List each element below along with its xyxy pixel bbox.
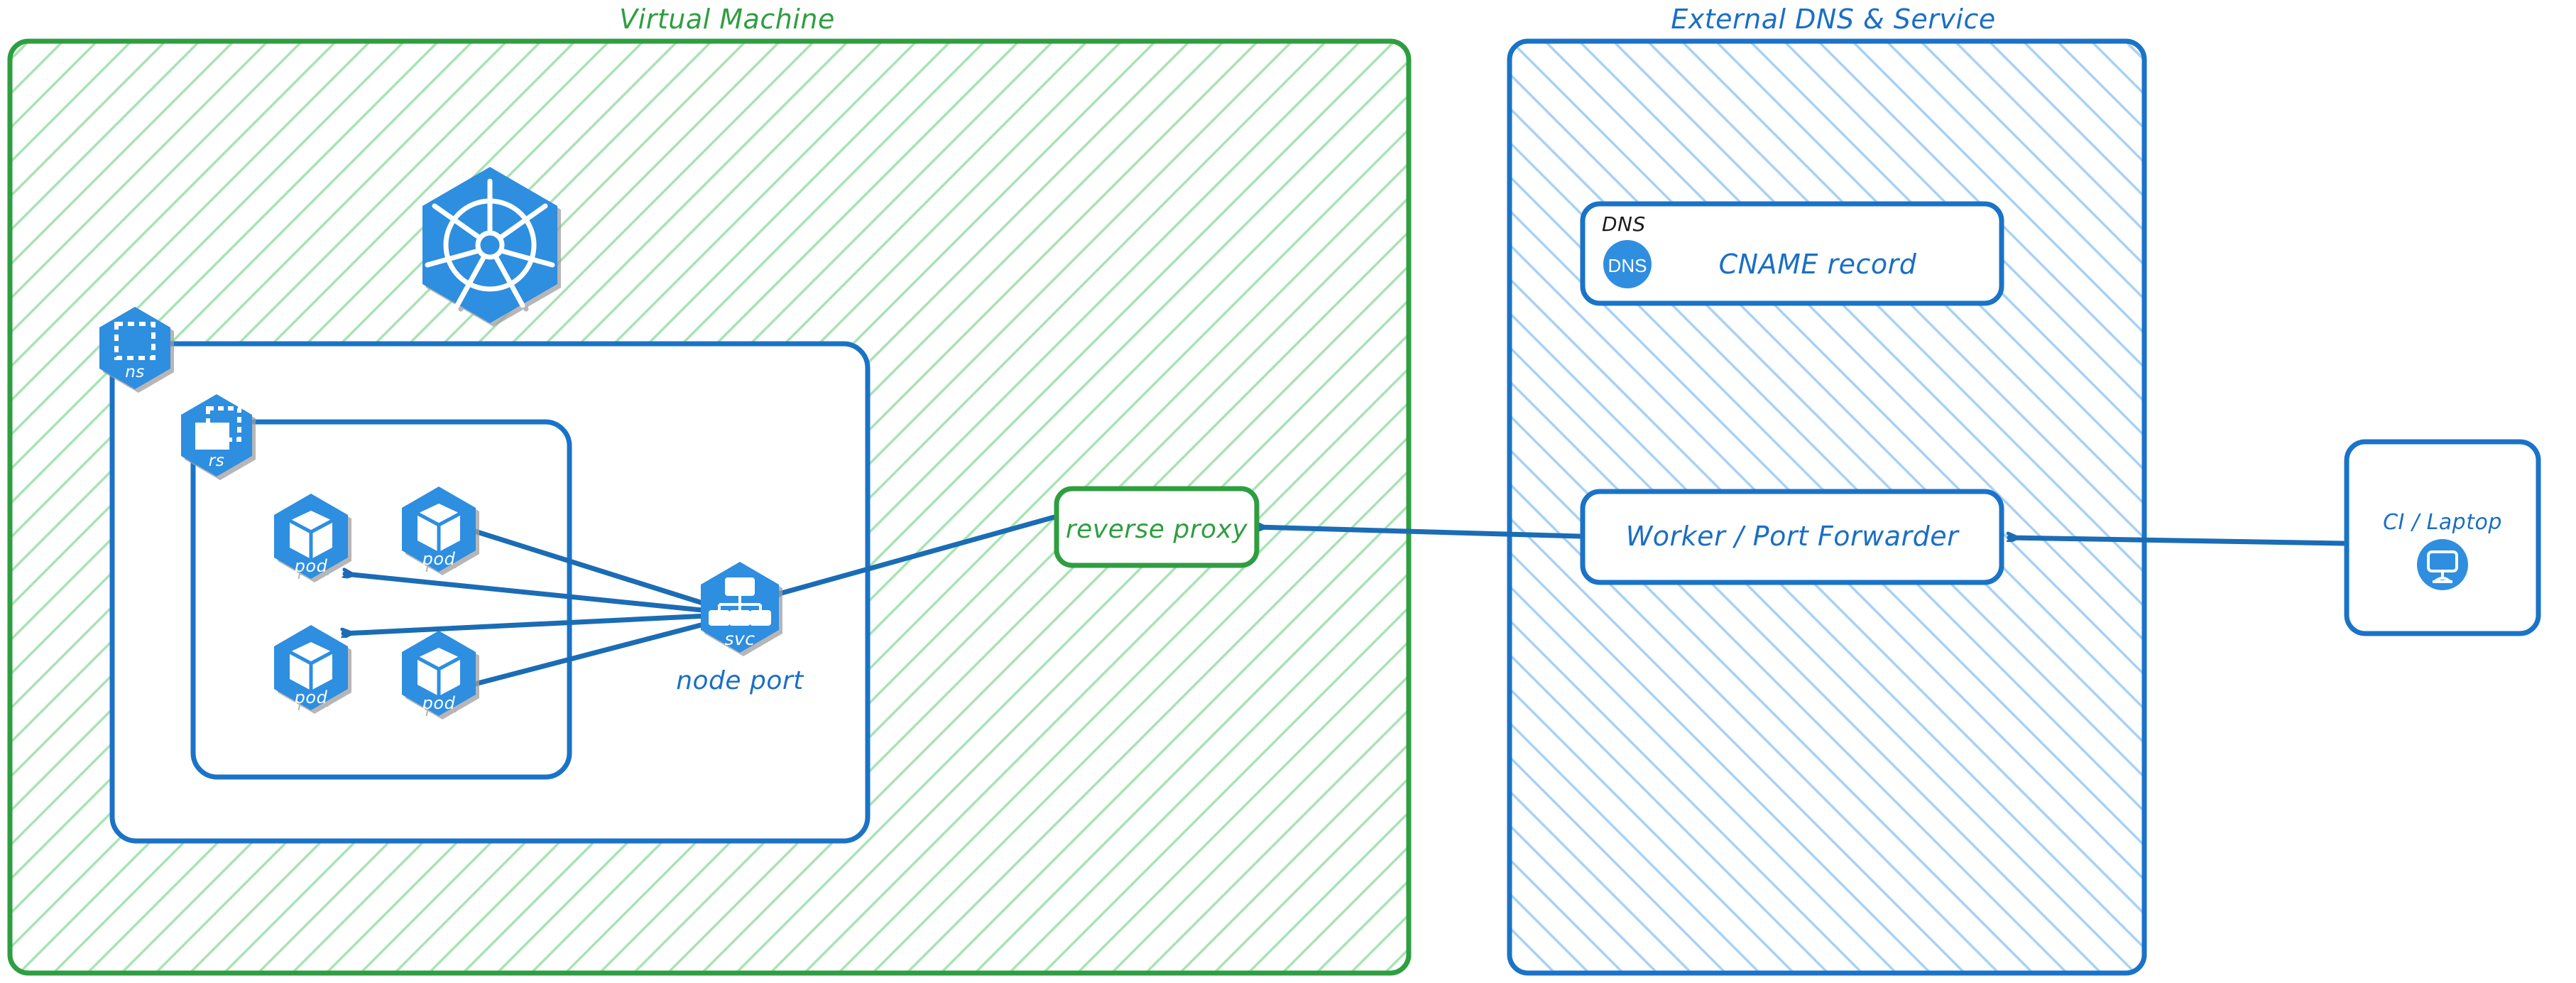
replicaset-badge: rs bbox=[181, 394, 252, 477]
reverse-proxy-label: reverse proxy bbox=[1066, 515, 1248, 544]
external-dns-title: External DNS & Service bbox=[1671, 4, 1995, 35]
edge-svc-to-pod4 bbox=[462, 617, 726, 688]
node-port-caption: node port bbox=[676, 666, 804, 695]
dns-record-label: CNAME record bbox=[1719, 249, 1917, 280]
dns-icon-label: DNS bbox=[1608, 255, 1647, 276]
pod-label: pod bbox=[294, 556, 328, 576]
pod-label: pod bbox=[294, 688, 328, 707]
ci-laptop-label: CI / Laptop bbox=[2383, 510, 2502, 535]
edge-proxy-to-svc bbox=[774, 514, 1057, 595]
virtual-machine-title: Virtual Machine bbox=[619, 4, 835, 35]
edges-layer bbox=[344, 514, 2346, 688]
namespace-badge-label: ns bbox=[125, 363, 145, 381]
pod-2: pod bbox=[402, 487, 476, 572]
edge-svc-to-pod1 bbox=[345, 574, 726, 615]
reverse-proxy-box[interactable] bbox=[1054, 486, 1260, 568]
worker-box[interactable] bbox=[1580, 489, 2004, 585]
pod-cube-icon bbox=[288, 511, 334, 559]
pod-label: pod bbox=[422, 549, 456, 569]
pod-1: pod bbox=[274, 494, 348, 579]
node-reverse-proxy[interactable]: reverse proxy bbox=[1054, 486, 1260, 568]
dns-record-tag: DNS bbox=[1602, 212, 1646, 236]
node-ci-laptop[interactable]: CI / Laptop bbox=[2344, 439, 2541, 636]
node-worker-port-forwarder[interactable]: Worker / Port Forwarder bbox=[1580, 489, 2004, 585]
edge-svc-to-pod2 bbox=[462, 527, 726, 612]
edge-ci-to-worker bbox=[2009, 538, 2346, 546]
pod-cube-icon bbox=[288, 642, 334, 690]
service-badge-label: svc bbox=[724, 629, 755, 649]
pod-cube-icon bbox=[416, 504, 462, 552]
ci-laptop-box[interactable] bbox=[2344, 439, 2541, 636]
dns-record-box[interactable] bbox=[1580, 201, 2004, 306]
pod-label: pod bbox=[422, 693, 456, 713]
kubernetes-logo bbox=[422, 167, 557, 323]
namespace-badge: ns bbox=[99, 307, 170, 389]
pod-4: pod bbox=[402, 631, 476, 716]
edge-worker-to-proxy bbox=[1257, 527, 1583, 539]
edge-svc-to-pod3 bbox=[344, 612, 726, 634]
pod-cube-icon bbox=[416, 648, 462, 696]
worker-label: Worker / Port Forwarder bbox=[1626, 521, 1960, 552]
replicaset-badge-label: rs bbox=[209, 452, 224, 470]
replicaset-container bbox=[190, 419, 572, 780]
service-badge: svc bbox=[701, 562, 779, 653]
service-tree-icon bbox=[709, 577, 771, 626]
pod-3: pod bbox=[274, 625, 348, 710]
dns-icon: DNS bbox=[1603, 240, 1652, 288]
node-dns-record[interactable]: DNS DNS CNAME record bbox=[1580, 201, 2004, 306]
desktop-monitor-icon bbox=[2417, 539, 2468, 590]
